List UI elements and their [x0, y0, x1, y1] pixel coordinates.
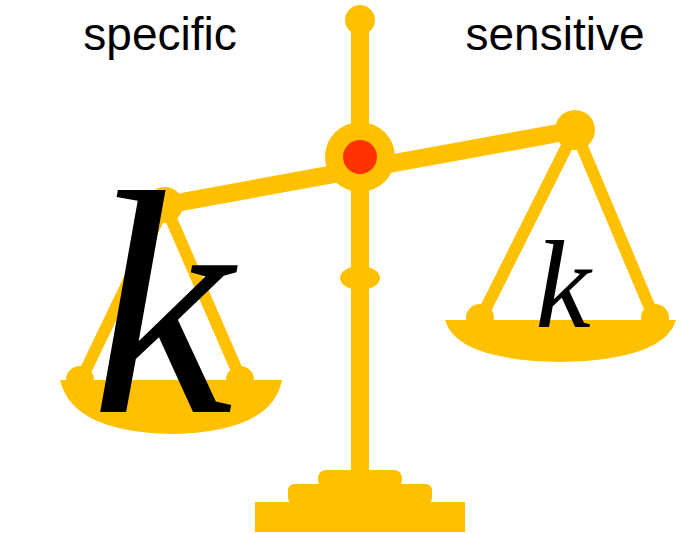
- scale-base: [255, 502, 465, 532]
- weight-letter: k: [91, 144, 233, 464]
- pivot-hub: [325, 122, 395, 192]
- pole-knob: [340, 266, 380, 290]
- scale-body: [255, 5, 465, 532]
- scale-side-label: sensitive: [466, 11, 645, 57]
- weight-letter: k: [535, 223, 590, 348]
- scale-pole: [351, 22, 369, 484]
- pole-finial: [345, 5, 375, 35]
- scale-side-label: specific: [83, 11, 236, 57]
- pivot-dot: [343, 140, 377, 174]
